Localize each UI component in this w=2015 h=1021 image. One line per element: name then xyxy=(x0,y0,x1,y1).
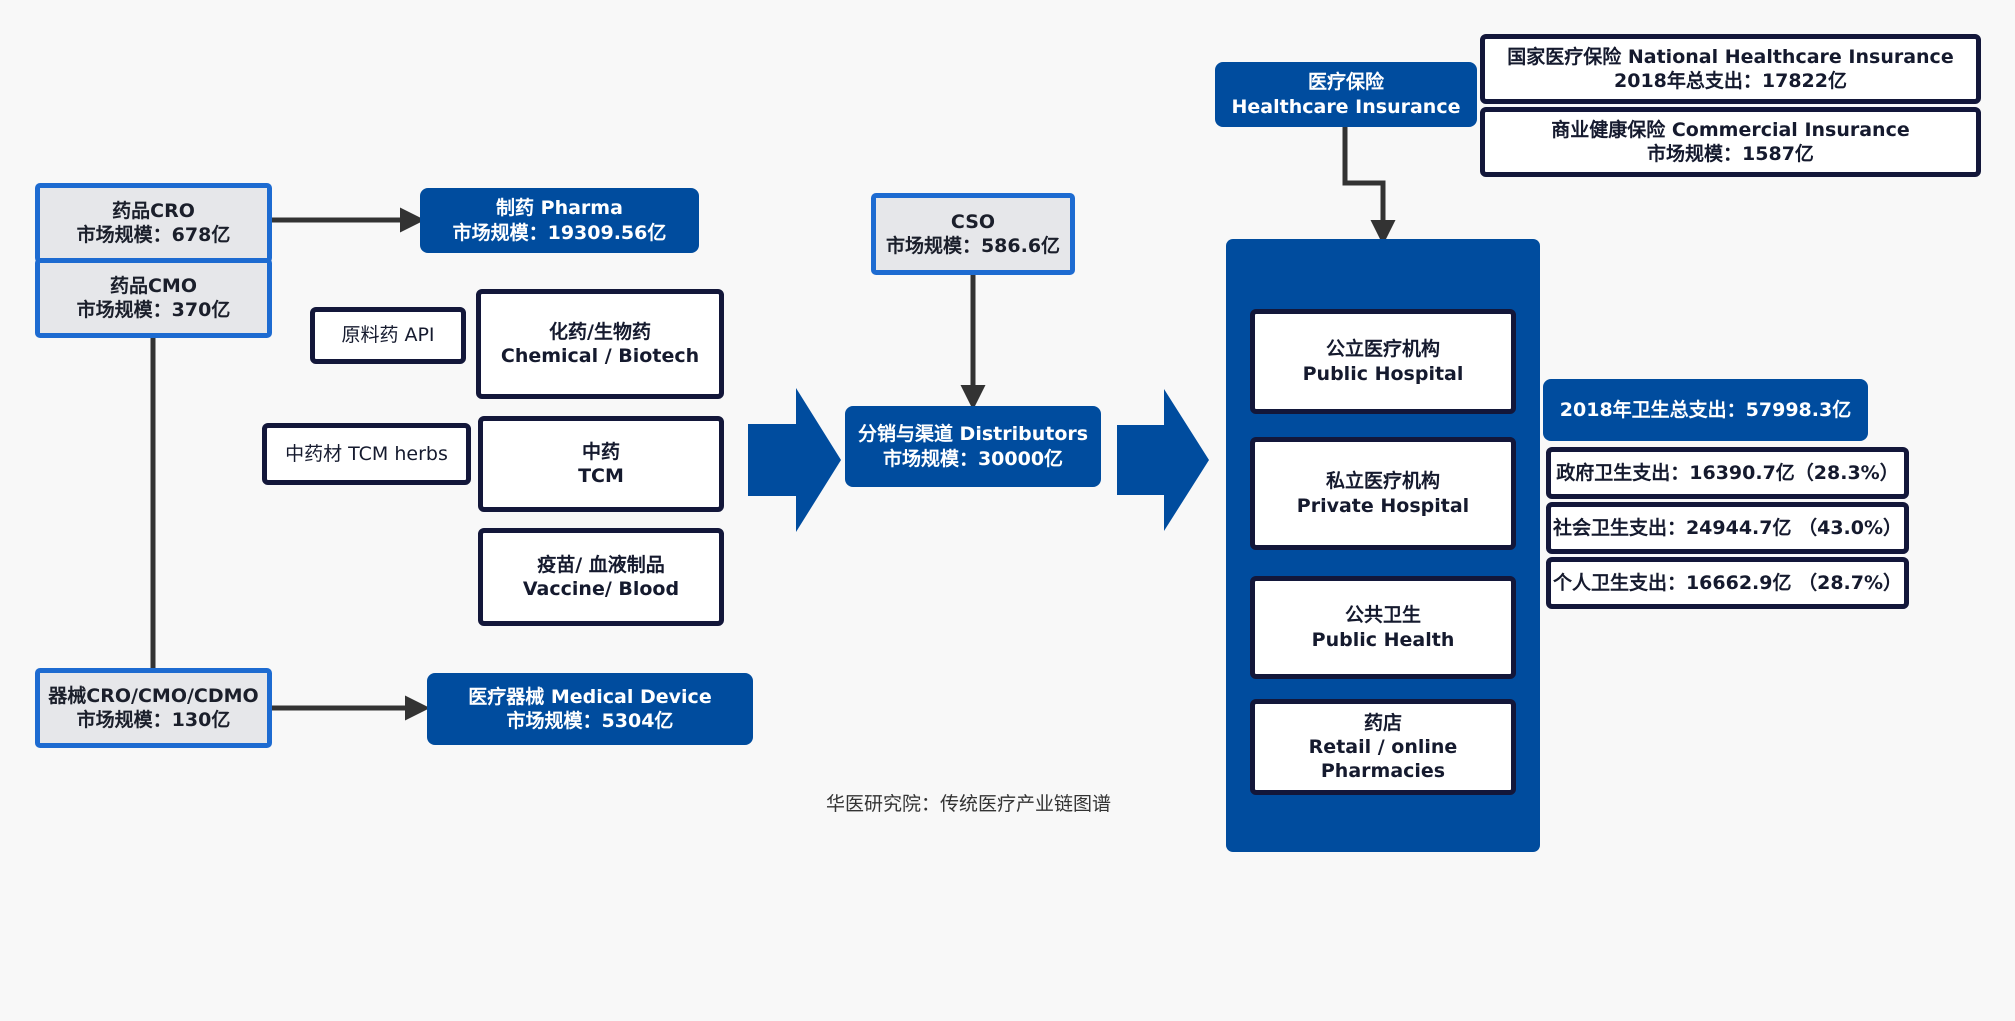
pharma-market: 市场规模：19309.56亿 xyxy=(452,221,667,244)
cmo-box: 药品CMO 市场规模：370亿 xyxy=(35,258,272,338)
chemical-box: 化药/生物药 Chemical / Biotech xyxy=(476,289,724,399)
diagram-caption: 华医研究院：传统医疗产业链图谱 xyxy=(826,793,1112,815)
national-insurance-box: 国家医疗保险 National Healthcare Insurance 201… xyxy=(1480,34,1981,104)
provider-cn: 公共卫生 xyxy=(1344,604,1421,627)
vaccine-cn: 疫苗/ 血液制品 xyxy=(537,553,665,576)
cro-market: 市场规模：678亿 xyxy=(76,224,231,246)
cro-name: 药品CRO xyxy=(112,199,195,222)
device-cro-market: 市场规模：130亿 xyxy=(76,709,231,731)
healthcare-insurance-box: 医疗保险 Healthcare Insurance xyxy=(1215,62,1477,127)
chevron-arrow-manufacturing xyxy=(748,388,841,532)
personal-spend: 个人卫生支出：16662.9亿 （28.7%） xyxy=(1552,571,1903,594)
cmo-name: 药品CMO xyxy=(109,274,197,297)
chemical-en: Chemical / Biotech xyxy=(500,345,700,367)
provider-box: 私立医疗机构 Private Hospital xyxy=(1250,437,1516,550)
national-insurance-spend: 2018年总支出：17822亿 xyxy=(1614,70,1847,92)
chemical-cn: 化药/生物药 xyxy=(549,320,651,343)
cro-box: 药品CRO 市场规模：678亿 xyxy=(35,183,272,263)
medical-device-box: 医疗器械 Medical Device 市场规模：5304亿 xyxy=(427,673,753,745)
health-spend-total-box: 2018年卫生总支出：57998.3亿 xyxy=(1543,379,1868,441)
social-spend-box: 社会卫生支出：24944.7亿 （43.0%） xyxy=(1546,502,1909,554)
provider-box: 药店 Retail / online Pharmacies xyxy=(1250,699,1516,795)
cmo-market: 市场规模：370亿 xyxy=(76,299,231,321)
distributors-name: 分销与渠道 Distributors xyxy=(857,423,1089,446)
commercial-insurance-market: 市场规模：1587亿 xyxy=(1647,143,1814,165)
pharma-name: 制药 Pharma xyxy=(496,197,623,220)
vaccine-en: Vaccine/ Blood xyxy=(522,578,680,600)
provider-box: 公共卫生 Public Health xyxy=(1250,576,1516,679)
distributors-box: 分销与渠道 Distributors 市场规模：30000亿 xyxy=(845,406,1101,487)
national-insurance-name: 国家医疗保险 National Healthcare Insurance xyxy=(1507,45,1954,68)
pharma-box: 制药 Pharma 市场规模：19309.56亿 xyxy=(420,188,699,253)
personal-spend-box: 个人卫生支出：16662.9亿 （28.7%） xyxy=(1546,557,1909,609)
insurance-to-providers-arrow xyxy=(1342,125,1396,245)
government-spend: 政府卫生支出：16390.7亿（28.3%） xyxy=(1556,461,1899,484)
provider-en: Public Hospital xyxy=(1302,362,1464,385)
provider-en: Private Hospital xyxy=(1296,494,1470,517)
tcm-box: 中药 TCM xyxy=(478,416,724,512)
medical-device-name: 医疗器械 Medical Device xyxy=(468,685,712,708)
tcm-herbs-label: 中药材 TCM herbs xyxy=(285,442,448,465)
healthcare-insurance-cn: 医疗保险 xyxy=(1307,71,1384,94)
medical-device-market: 市场规模：5304亿 xyxy=(506,710,674,732)
commercial-insurance-name: 商业健康保险 Commercial Insurance xyxy=(1551,118,1910,141)
tcm-en: TCM xyxy=(578,465,624,487)
provider-box: 公立医疗机构 Public Hospital xyxy=(1250,309,1516,414)
healthcare-insurance-en: Healthcare Insurance xyxy=(1231,95,1461,118)
tcm-herbs-box: 中药材 TCM herbs xyxy=(262,423,471,485)
api-label: 原料药 API xyxy=(341,324,435,347)
device-cro-name: 器械CRO/CMO/CDMO xyxy=(48,684,259,707)
distributors-market: 市场规模：30000亿 xyxy=(882,447,1064,470)
provider-en: Public Health xyxy=(1311,628,1455,651)
vaccine-box: 疫苗/ 血液制品 Vaccine/ Blood xyxy=(478,528,724,626)
cso-market: 市场规模：586.6亿 xyxy=(885,235,1061,257)
health-spend-total: 2018年卫生总支出：57998.3亿 xyxy=(1559,398,1852,421)
tcm-cn: 中药 xyxy=(581,440,620,463)
device-cro-box: 器械CRO/CMO/CDMO 市场规模：130亿 xyxy=(35,668,272,748)
social-spend: 社会卫生支出：24944.7亿 （43.0%） xyxy=(1552,516,1903,539)
cso-box: CSO 市场规模：586.6亿 xyxy=(871,193,1075,275)
chevron-arrow-distribution xyxy=(1117,389,1209,531)
commercial-insurance-box: 商业健康保险 Commercial Insurance 市场规模：1587亿 xyxy=(1480,107,1981,177)
provider-en: Retail / online xyxy=(1308,735,1458,758)
provider-cn: 私立医疗机构 xyxy=(1325,470,1440,493)
provider-cn: 药店 xyxy=(1363,711,1402,734)
government-spend-box: 政府卫生支出：16390.7亿（28.3%） xyxy=(1546,447,1909,499)
provider-en-2: Pharmacies xyxy=(1320,760,1446,783)
cso-name: CSO xyxy=(950,210,996,233)
provider-cn: 公立医疗机构 xyxy=(1325,338,1440,361)
api-box: 原料药 API xyxy=(310,307,466,364)
